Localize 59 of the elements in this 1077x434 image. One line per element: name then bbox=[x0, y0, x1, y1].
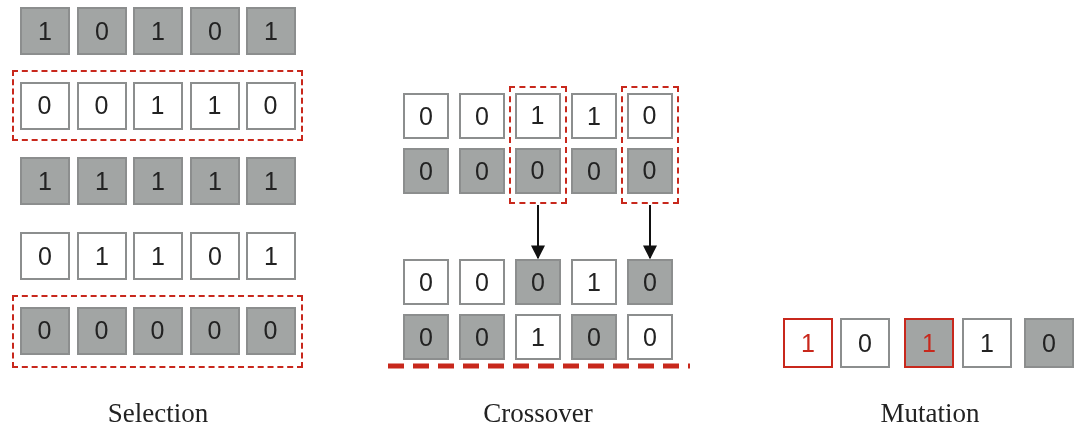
panel-caption: Mutation bbox=[880, 398, 980, 429]
bit-cell: 1 bbox=[189, 81, 240, 130]
bit-cell: 0 bbox=[190, 232, 240, 280]
panel-caption: Crossover bbox=[483, 398, 593, 429]
selection-frame bbox=[509, 86, 567, 204]
bit-cell: 0 bbox=[19, 81, 70, 130]
bit-cell: 0 bbox=[189, 306, 240, 355]
bit-cell: 0 bbox=[245, 306, 296, 355]
bit-cell: 0 bbox=[459, 259, 505, 305]
bit-cell: 0 bbox=[76, 81, 127, 130]
bit-cell: 1 bbox=[246, 157, 296, 205]
selection-frame bbox=[12, 70, 303, 141]
bit-cell: 1 bbox=[77, 232, 127, 280]
bit-cell: 0 bbox=[1024, 318, 1074, 368]
bit-cell: 1 bbox=[962, 318, 1012, 368]
bit-cell: 0 bbox=[626, 147, 673, 194]
bit-cell: 0 bbox=[840, 318, 890, 368]
bit-cell: 0 bbox=[571, 314, 617, 360]
bit-cell: 0 bbox=[459, 148, 505, 194]
bit-cell: 1 bbox=[190, 157, 240, 205]
bit-cell: 1 bbox=[20, 7, 70, 55]
arrow bbox=[531, 204, 545, 260]
bit-cell: 1 bbox=[571, 93, 617, 139]
bit-cell: 1 bbox=[132, 81, 183, 130]
mutated-bit-cell: 1 bbox=[783, 318, 833, 368]
bit-cell: 0 bbox=[132, 306, 183, 355]
bit-cell: 1 bbox=[77, 157, 127, 205]
bit-cell: 1 bbox=[133, 7, 183, 55]
bit-cell: 0 bbox=[190, 7, 240, 55]
bit-cell: 0 bbox=[571, 148, 617, 194]
mutated-bit-cell: 1 bbox=[904, 318, 954, 368]
bit-cell: 1 bbox=[133, 232, 183, 280]
bit-cell: 0 bbox=[459, 93, 505, 139]
bit-cell: 0 bbox=[514, 147, 561, 194]
bit-cell: 0 bbox=[627, 259, 673, 305]
bit-cell: 0 bbox=[403, 259, 449, 305]
bit-cell: 0 bbox=[20, 232, 70, 280]
bit-cell: 1 bbox=[246, 7, 296, 55]
bit-cell: 0 bbox=[626, 92, 673, 139]
bit-cell: 0 bbox=[19, 306, 70, 355]
bit-cell: 0 bbox=[403, 148, 449, 194]
bit-cell: 1 bbox=[20, 157, 70, 205]
bit-cell: 0 bbox=[403, 93, 449, 139]
bit-cell: 1 bbox=[514, 92, 561, 139]
selection-frame bbox=[12, 295, 303, 368]
arrow bbox=[643, 204, 657, 260]
bit-cell: 1 bbox=[133, 157, 183, 205]
bit-cell: 0 bbox=[515, 259, 561, 305]
selection-frame bbox=[621, 86, 679, 204]
bit-cell: 1 bbox=[246, 232, 296, 280]
panel-caption: Selection bbox=[107, 398, 209, 429]
bit-cell: 0 bbox=[245, 81, 296, 130]
bit-cell: 0 bbox=[76, 306, 127, 355]
bit-cell: 1 bbox=[515, 314, 561, 360]
bit-cell: 0 bbox=[459, 314, 505, 360]
bit-cell: 0 bbox=[403, 314, 449, 360]
bit-cell: 0 bbox=[77, 7, 127, 55]
bit-cell: 0 bbox=[627, 314, 673, 360]
bit-cell: 1 bbox=[571, 259, 617, 305]
